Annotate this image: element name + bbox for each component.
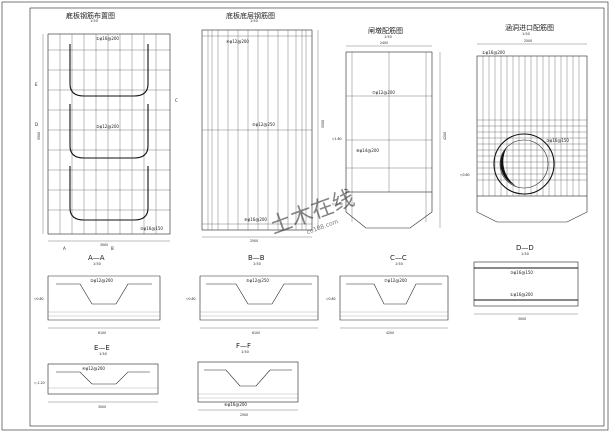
section-aa-outline	[47, 275, 161, 321]
section-bb-label: ⑤φ12@250	[246, 278, 269, 283]
section-ee-outline	[47, 363, 159, 395]
plan-2-dim-width: 2500	[250, 239, 258, 243]
plan-1-cut-mark-b: B	[111, 246, 114, 251]
view-title-2: 底板底层钢筋图	[226, 11, 275, 20]
plan-2-dim-length: 5500	[321, 120, 325, 128]
section-aa-elev: ▽0.80	[34, 297, 44, 301]
section-ff-outline	[197, 361, 299, 403]
plan-1-cut-mark-a: A	[63, 246, 66, 251]
inlet-base	[476, 196, 588, 223]
section-cc-elev: ▽0.80	[326, 297, 336, 301]
view-title-3: 闸墩配筋图	[368, 26, 403, 35]
plan-1-label-c: ③φ16@150	[140, 226, 163, 231]
view-title-1: 底板钢筋布置图	[66, 11, 115, 20]
view-plan-1: 底板钢筋布置图 1:50 5500	[35, 11, 178, 251]
plan-1-dim-width: 3000	[100, 243, 108, 247]
section-ee-elev: ▽-1.20	[34, 381, 45, 385]
view-scale-3: 1:50	[384, 35, 392, 39]
section-bb-elev: ▽0.80	[186, 297, 196, 301]
pier-bars	[346, 52, 432, 222]
section-dd-label: ③φ16@150	[510, 270, 533, 275]
view-scale-1: 1:50	[90, 19, 98, 23]
section-ff-dim: 2500	[240, 413, 248, 417]
section-ee-dim: 3000	[98, 405, 106, 409]
section-bb: B—B 1:50 6100 ⑤φ12@250 ▽0.80	[186, 254, 319, 335]
section-dd-dim: 3000	[518, 317, 526, 321]
section-ff-title: F—F	[236, 342, 251, 350]
section-dd: D—D 1:50 3000 ③φ16@150 ①φ16@200	[473, 244, 579, 321]
inlet-pipe-shadow	[500, 147, 516, 186]
section-ee: E—E 1:50 3000 ④φ12@200 ▽-1.20	[34, 344, 159, 409]
section-cc: C—C 1:50 4200 ⑦φ12@200 ▽0.80	[326, 254, 449, 335]
inlet-label-2: ③φ16@150	[546, 138, 569, 143]
view-inlet: 涵洞进口配筋图 1:50	[460, 23, 588, 223]
inlet-pipe-outer	[493, 133, 555, 195]
section-bb-scale: 1:50	[253, 262, 261, 266]
pier-base	[345, 192, 433, 229]
plan-2-label-bot: ⑥φ16@200	[244, 217, 267, 222]
section-cc-scale: 1:50	[395, 262, 403, 266]
section-aa-scale: 1:50	[93, 262, 101, 266]
section-ee-label: ④φ12@200	[82, 366, 105, 371]
view-scale-2: 1:50	[250, 19, 258, 23]
plan-2-label-mid: ⑤φ12@250	[252, 122, 275, 127]
inlet-label-1: ①φ16@200	[482, 50, 505, 55]
pier-dim-height: 4200	[443, 132, 447, 140]
plan-1-cut-mark-e: E	[35, 82, 38, 87]
inner-frame	[29, 7, 605, 427]
pier-label-2: ⑧φ14@200	[356, 148, 379, 153]
section-aa-dim: 6100	[98, 331, 106, 335]
section-dd-title: D—D	[516, 244, 534, 252]
inlet-dim-width: 2500	[524, 39, 532, 43]
view-scale-4: 1:50	[522, 32, 530, 36]
inlet-grid	[477, 56, 587, 196]
section-dd-label-2: ①φ16@200	[510, 292, 533, 297]
section-ff-scale: 1:50	[241, 350, 249, 354]
plan-1-culverts	[69, 44, 149, 221]
pier-elev-bottom: ▽-0.30	[332, 202, 343, 206]
section-cc-outline	[339, 275, 449, 321]
section-dd-outline	[473, 261, 579, 307]
pier-label-1: ⑦φ12@200	[372, 90, 395, 95]
section-bb-title: B—B	[248, 254, 265, 262]
section-ff: F—F 1:50 2500 ⑥φ16@200	[197, 342, 299, 417]
plan-1-label-b: ②φ12@200	[96, 124, 119, 129]
section-ee-title: E—E	[94, 344, 110, 352]
section-ee-scale: 1:50	[99, 352, 107, 356]
section-bb-dim: 6100	[252, 331, 260, 335]
pier-dim-width: 2400	[380, 41, 388, 45]
plan-1-outline	[47, 33, 171, 235]
plan-1-bars	[48, 34, 170, 234]
section-aa-label: ②φ12@200	[90, 278, 113, 283]
section-dd-scale: 1:50	[521, 252, 529, 256]
section-bb-outline	[199, 275, 319, 321]
pier-elev-top: ▽1.80	[332, 137, 342, 141]
plan-1-cut-mark-d: D	[35, 122, 38, 127]
plan-1-dim-total: 5500	[37, 132, 41, 140]
inlet-pipe-inner	[499, 139, 549, 189]
plan-1-cut-mark-f: F	[67, 14, 70, 19]
section-aa: A—A 1:50 6100 ②φ12@200 ▽0.80	[34, 254, 161, 335]
view-pier: 闸墩配筋图 1:50 ⑦φ12@200 ⑧φ14@200 ▽1.80 ▽-0.3…	[332, 26, 447, 229]
view-plan-2: 底板底层钢筋图 1:50 ④φ12@200 ⑤φ12@250 ⑥φ16@200 …	[201, 11, 325, 243]
section-cc-label: ⑦φ12@200	[384, 278, 407, 283]
inlet-elev: ▽0.80	[460, 173, 470, 177]
section-cc-title: C—C	[390, 254, 407, 262]
section-aa-title: A—A	[88, 254, 105, 262]
plan-1-label-a: ①φ16@200	[96, 36, 119, 41]
section-cc-dim: 4200	[386, 331, 394, 335]
section-ff-label: ⑥φ16@200	[224, 402, 247, 407]
plan-2-label-top: ④φ12@200	[226, 39, 249, 44]
view-title-4: 涵洞进口配筋图	[505, 23, 554, 32]
plan-1-cut-mark-c: C	[175, 98, 178, 103]
plan-2-bars	[202, 30, 312, 230]
